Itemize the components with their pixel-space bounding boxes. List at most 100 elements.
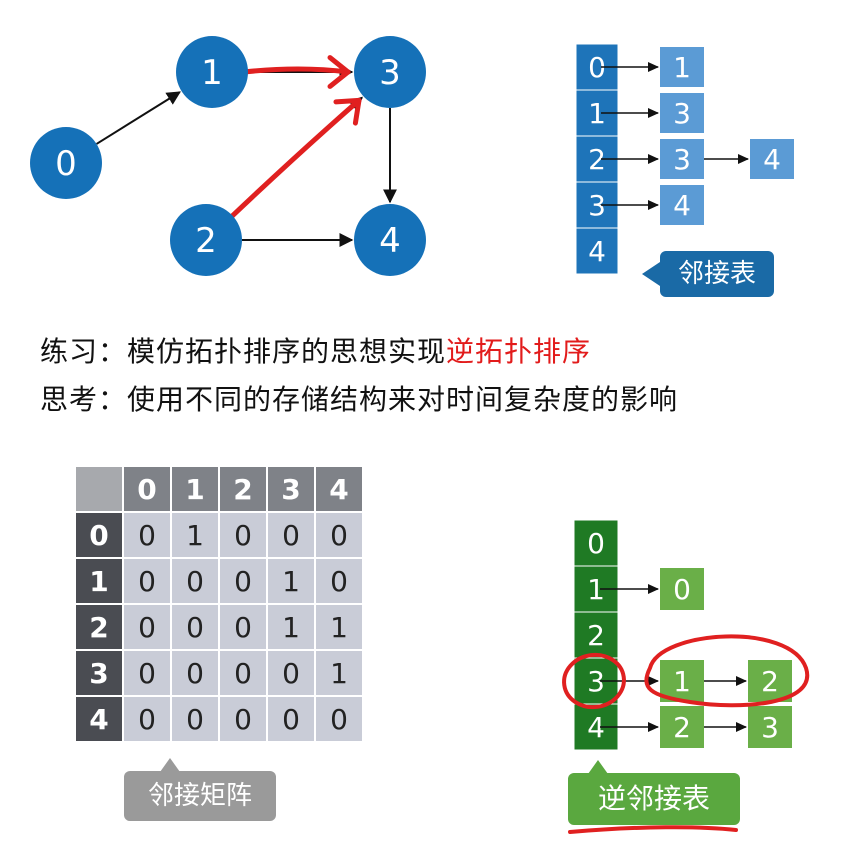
matrix-cell: 0 — [172, 605, 218, 649]
rev-pointer-arrowhead — [736, 676, 747, 686]
exercise-line: 练习：模仿拓扑排序的思想实现逆拓扑排序 — [40, 330, 591, 370]
rev-node-box — [660, 660, 704, 702]
rev-node-box — [660, 706, 704, 748]
node-label: 0 — [55, 144, 77, 184]
matrix-col-header: 4 — [316, 467, 362, 511]
rev-node-label: 0 — [673, 573, 691, 606]
matrix-cell: 0 — [220, 697, 266, 741]
adj-node-box — [750, 139, 794, 179]
adjacency-matrix-label: 邻接矩阵 — [124, 771, 276, 821]
graph-node-0: 0 — [30, 127, 102, 199]
matrix-col-header: 2 — [220, 467, 266, 511]
adj-index-cell — [575, 89, 619, 137]
adj-index-cell — [575, 43, 619, 91]
matrix-row-header: 3 — [76, 651, 122, 695]
matrix-row-header: 0 — [76, 513, 122, 557]
edge-highlight-arrowhead — [327, 55, 351, 89]
edge-highlight-arrowhead — [333, 97, 362, 126]
matrix-cell: 0 — [220, 651, 266, 695]
matrix-label-pointer — [160, 758, 180, 772]
node-label: 3 — [379, 53, 401, 93]
adj-node-label: 4 — [673, 189, 691, 222]
rev-pointer-arrowhead — [736, 722, 747, 732]
rev-row-3-highlight-ellipse — [644, 634, 810, 708]
rev-index-cell — [573, 657, 619, 705]
matrix-cell: 0 — [172, 697, 218, 741]
node-label: 1 — [201, 53, 223, 93]
adj-index-label: 4 — [588, 235, 606, 268]
matrix-cell: 0 — [268, 513, 314, 557]
rev-node-box — [660, 568, 704, 610]
matrix-cell: 0 — [172, 651, 218, 695]
matrix-cell: 0 — [124, 605, 170, 649]
adj-node-label: 4 — [763, 143, 781, 176]
matrix-row-header: 4 — [76, 697, 122, 741]
thinking-line: 思考：使用不同的存储结构来对时间复杂度的影响 — [40, 383, 679, 416]
matrix-col-header: 1 — [172, 467, 218, 511]
matrix-row: 4 0 0 0 0 0 — [76, 697, 362, 741]
edge-highlight-1-3 — [241, 66, 351, 75]
graph-node-3: 3 — [354, 36, 426, 108]
matrix-row: 1 0 0 0 1 0 — [76, 559, 362, 603]
matrix-cell: 0 — [316, 513, 362, 557]
rev-index-3-highlight-circle — [562, 652, 626, 710]
adj-index-cell — [575, 181, 619, 229]
rev-index-cell — [573, 611, 619, 659]
node-label: 2 — [195, 221, 217, 261]
matrix-col-header: 3 — [268, 467, 314, 511]
matrix-row-header: 2 — [76, 605, 122, 649]
matrix-col-header: 0 — [124, 467, 170, 511]
exercise-highlight: 逆拓扑排序 — [446, 335, 592, 368]
adj-index-label: 0 — [588, 51, 606, 84]
edge-highlight-2-3 — [227, 97, 362, 221]
node-circle — [354, 36, 426, 108]
rev-index-label: 4 — [587, 711, 605, 744]
matrix-cell: 1 — [268, 605, 314, 649]
matrix-cell: 0 — [220, 513, 266, 557]
matrix-cell: 0 — [220, 559, 266, 603]
graph-node-1: 1 — [176, 36, 248, 108]
adj-node-box — [660, 47, 704, 87]
matrix-cell: 0 — [124, 651, 170, 695]
graph-node-2: 2 — [170, 204, 242, 276]
adjacency-list-label: 邻接表 — [660, 251, 774, 297]
adj-pointer-arrowhead — [648, 154, 659, 164]
rev-pointer-arrowhead — [648, 676, 659, 686]
rev-index-cell — [573, 565, 619, 613]
adj-node-box — [660, 93, 704, 133]
node-circle — [176, 36, 248, 108]
reverse-adjacency-list-label: 逆邻接表 — [568, 773, 740, 825]
rev-index-label: 3 — [587, 665, 605, 698]
node-circle — [30, 127, 102, 199]
rev-node-label: 2 — [673, 711, 691, 744]
adj-pointer-arrowhead — [738, 154, 749, 164]
matrix-row: 3 0 0 0 0 1 — [76, 651, 362, 695]
matrix-cell: 0 — [316, 559, 362, 603]
rev-index-cell — [573, 519, 619, 567]
rev-pointer-arrowhead — [648, 722, 659, 732]
rev-index-label: 0 — [587, 527, 605, 560]
rev-node-label: 2 — [761, 665, 779, 698]
matrix-cell: 1 — [268, 559, 314, 603]
matrix-cell: 0 — [172, 559, 218, 603]
adj-pointer-arrowhead — [648, 62, 659, 72]
adj-node-label: 3 — [673, 97, 691, 130]
node-label: 4 — [379, 221, 401, 261]
adj-pointer-arrowhead — [648, 200, 659, 210]
matrix-cell: 0 — [316, 697, 362, 741]
rev-label-underline — [568, 825, 738, 834]
matrix-cell: 0 — [268, 697, 314, 741]
rev-node-label: 3 — [761, 711, 779, 744]
adj-node-box — [660, 139, 704, 179]
matrix-row: 0 0 1 0 0 0 — [76, 513, 362, 557]
directed-graph: 0 1 2 3 4 — [30, 36, 426, 276]
adj-index-cell — [575, 227, 619, 275]
matrix-cell: 0 — [124, 559, 170, 603]
matrix-corner — [76, 467, 122, 511]
rev-label-pointer — [588, 760, 608, 774]
adj-node-label: 3 — [673, 143, 691, 176]
edge-0-1 — [96, 91, 181, 145]
matrix-cell: 0 — [124, 513, 170, 557]
adj-index-label: 2 — [588, 143, 606, 176]
adjacency-matrix: 0 1 2 3 4 0 0 1 0 0 0 1 0 0 0 1 0 2 0 0 … — [74, 465, 364, 743]
